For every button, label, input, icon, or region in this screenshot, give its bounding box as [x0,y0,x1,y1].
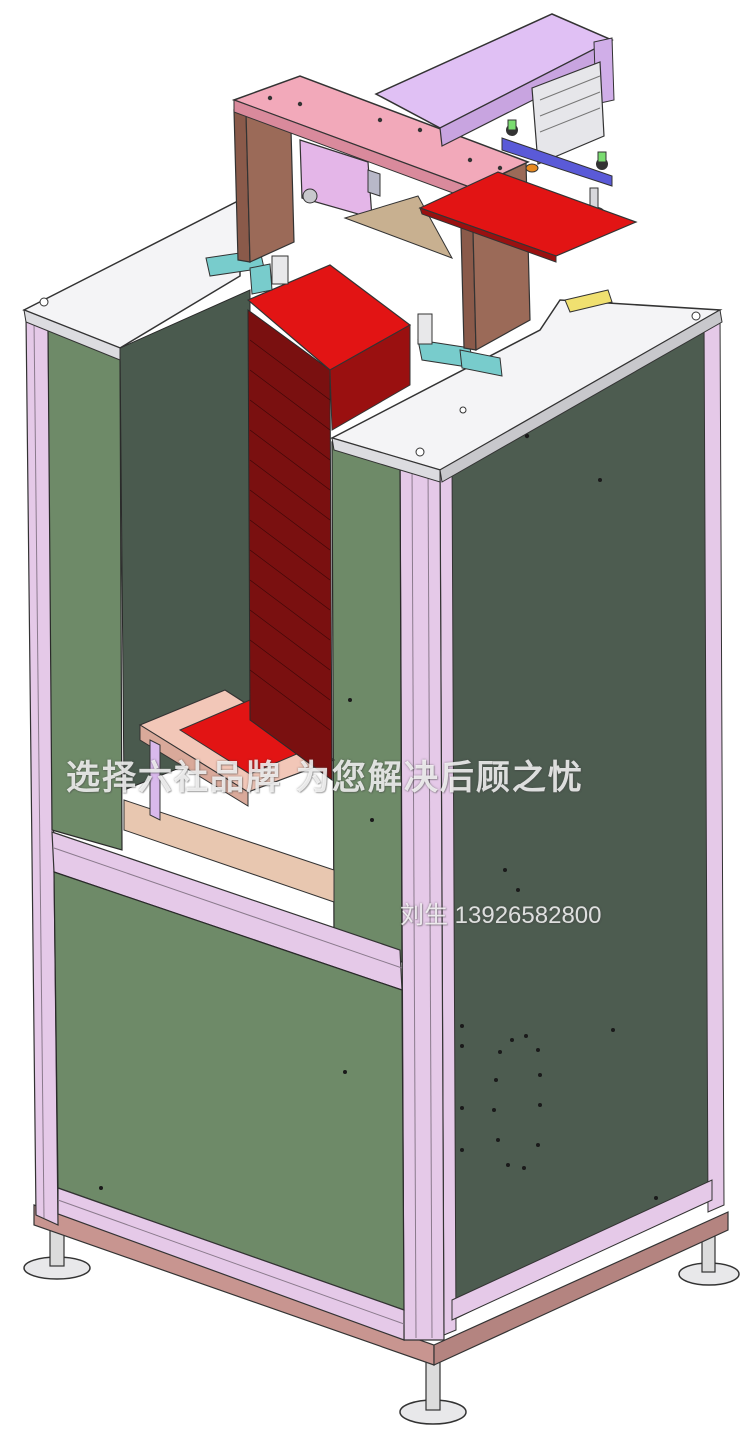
product-stack [246,264,412,781]
front-frame [25,289,445,1341]
top-plate [22,198,723,483]
guide-clamps [205,249,503,377]
base-rim [33,1204,729,1366]
lifter-platform [123,689,336,903]
right-side-panel [439,311,725,1336]
leveling-feet [23,1221,740,1425]
transfer-arm [374,13,638,263]
